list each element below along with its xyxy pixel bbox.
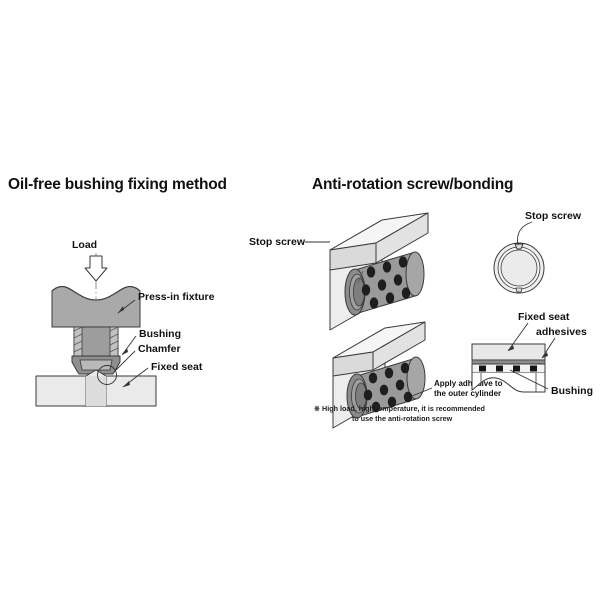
- leader-bushing-cs: [509, 369, 549, 390]
- right-panel: Anti-rotation screw/bonding: [249, 176, 593, 429]
- leader-arrow-press-in-fixture: [118, 306, 124, 313]
- end-view-assembly: [493, 221, 545, 294]
- stop-screw-left-label: Stop screw: [249, 236, 306, 248]
- cs-bushing-label: Bushing: [551, 385, 593, 397]
- cs-bushing-plugs: [479, 365, 537, 372]
- graphite-plugs-top: [361, 256, 411, 309]
- leader-chamfer: [115, 350, 136, 371]
- stop-screw-bar-end: [329, 242, 377, 271]
- cs-fixed-seat-slab: [471, 343, 546, 361]
- end-view-bore: [500, 249, 538, 287]
- top-bushing-assembly: [329, 212, 429, 331]
- cs-adhesive-band: [471, 359, 546, 365]
- stop-screw-head-top: [514, 243, 524, 250]
- stop-screw-right-label: Stop screw: [525, 210, 582, 222]
- chamfer-label: Chamfer: [138, 343, 181, 355]
- chamfer-detail-circle: [97, 365, 117, 385]
- note-line-1: High load, high temperature, it is recom…: [322, 404, 485, 413]
- bottom-bushing-assembly: [332, 321, 426, 429]
- leader-stop-screw-right: [517, 221, 533, 246]
- leader-arrow-bushing: [122, 348, 128, 355]
- apply-adhesive-label-line1: Apply adhesive to: [434, 379, 503, 388]
- leader-arrow-fixed-seat: [123, 381, 130, 387]
- cs-adhesives-label: adhesives: [536, 326, 587, 338]
- note-line-2: to use the anti-rotation screw: [352, 414, 453, 423]
- fixed-seat-bore: [86, 376, 106, 406]
- right-panel-title: Anti-rotation screw/bonding: [312, 176, 513, 193]
- stop-screw-tip-line: [357, 270, 364, 284]
- cs-fixed-seat-label: Fixed seat: [518, 311, 570, 323]
- cross-section-assembly: [471, 343, 546, 393]
- graphite-plugs-bottom: [363, 362, 413, 413]
- cs-break-line: [471, 373, 546, 393]
- top-cylinder-far-end: [405, 251, 425, 297]
- bottom-cylinder-far-end: [406, 356, 426, 400]
- leader-adhesives: [541, 337, 556, 359]
- left-panel: Oil-free bushing fixing method Load: [8, 176, 227, 407]
- leader-apply-adhesive: [411, 387, 433, 397]
- bottom-bar-end: [332, 351, 374, 377]
- fixture-stem-hatch: [73, 326, 119, 353]
- bushing-inner: [79, 359, 113, 371]
- bushing-label: Bushing: [139, 328, 181, 340]
- press-in-fixture-top-curve: [51, 286, 141, 301]
- load-arrow-icon: [84, 255, 108, 282]
- left-panel-title: Oil-free bushing fixing method: [8, 176, 227, 193]
- note-marker: ※: [314, 404, 320, 413]
- load-label: Load: [72, 239, 97, 251]
- apply-adhesive-label-line2: the outer cylinder: [434, 389, 501, 398]
- fixed-seat-label: Fixed seat: [151, 361, 203, 373]
- leader-arrow-adhesives: [542, 352, 548, 358]
- press-in-fixture-label: Press-in fixture: [138, 291, 215, 303]
- leader-fixed-seat-cs: [507, 322, 529, 352]
- leader-arrow-fixed-seat-cs: [508, 345, 514, 351]
- stop-screw-head-bottom: [515, 287, 523, 293]
